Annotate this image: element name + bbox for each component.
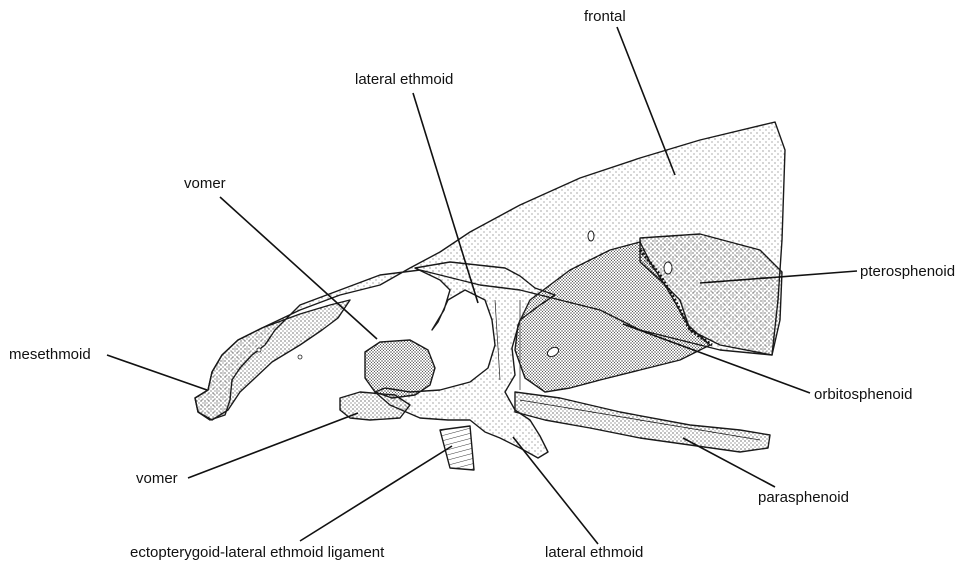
label-vomer-top: vomer — [184, 176, 226, 191]
mesethmoid-bone — [195, 300, 350, 420]
label-orbitosphenoid: orbitosphenoid — [814, 387, 912, 402]
leader-vomer-bottom — [188, 413, 358, 478]
leader-frontal — [617, 27, 675, 175]
label-parasphenoid: parasphenoid — [758, 490, 849, 505]
label-pterosphenoid: pterosphenoid — [860, 264, 955, 279]
label-frontal: frontal — [584, 9, 626, 24]
parasphenoid-bone — [515, 392, 770, 452]
leader-ectopterygoid-ligament — [300, 446, 452, 541]
label-mesethmoid: mesethmoid — [9, 347, 91, 362]
leader-lateral-ethmoid-bottom — [513, 437, 598, 544]
label-lateral-ethmoid-top: lateral ethmoid — [355, 72, 453, 87]
label-lateral-ethmoid-bottom: lateral ethmoid — [545, 545, 643, 560]
label-ectopterygoid-ligament: ectopterygoid-lateral ethmoid ligament — [130, 545, 384, 560]
ectopterygoid-ligament — [440, 426, 474, 470]
label-vomer-bottom: vomer — [136, 471, 178, 486]
leader-mesethmoid — [107, 355, 207, 390]
